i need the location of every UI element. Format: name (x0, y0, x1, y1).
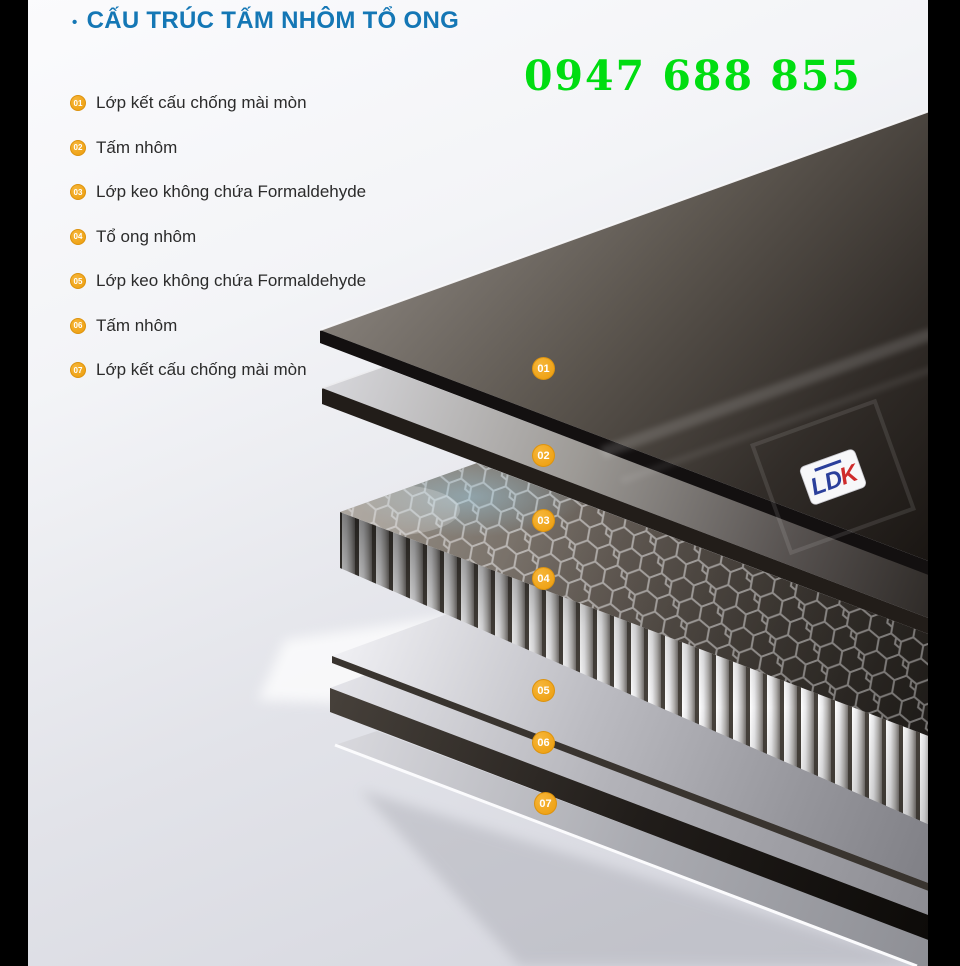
letterbox-bar-left (0, 0, 28, 966)
legend-item-label: Tấm nhôm (96, 315, 178, 335)
legend-item-label: Lớp kết cấu chống mài mòn (96, 93, 307, 112)
legend-item-number-badge: 02 (70, 139, 86, 156)
layer-07-bottom-sheet (334, 731, 960, 966)
diagram-badge-05: 05 (532, 679, 555, 702)
legend-item-number-badge: 04 (70, 228, 86, 245)
legend-item: 02 Tấm nhôm (70, 137, 366, 159)
legend-item-number-badge: 03 (70, 184, 86, 200)
legend: 01 Lớp kết cấu chống mài mòn 02 Tấm nhôm… (70, 92, 366, 404)
layer-02-aluminium-sheet (321, 366, 960, 646)
diagram-badge-03: 03 (532, 509, 555, 532)
panel-highlight-streak (600, 328, 935, 458)
logo-embossed-frame (749, 398, 917, 556)
diagram-badge-06: 06 (532, 731, 555, 754)
layer-01-top-panel: LD K (319, 99, 960, 587)
page-title: CẤU TRÚC TẤM NHÔM TỔ ONG (86, 7, 460, 34)
legend-item: 07 Lớp kết cấu chống mài mòn (70, 359, 366, 381)
diagram-badge-01: 01 (532, 357, 555, 380)
phone-number: 0947 688 855 (524, 52, 862, 100)
letterbox-bar-right (928, 0, 960, 966)
layer-06-aluminium-sheet (330, 675, 960, 952)
legend-item-label: Lớp keo không chứa Formaldehyde (96, 271, 367, 290)
title-row: • CẤU TRÚC TẤM NHÔM TỔ ONG (72, 7, 459, 35)
legend-item-label: Tấm nhôm (96, 137, 178, 157)
legend-item-label: Lớp kết cấu chống mài mòn (96, 360, 307, 379)
legend-item-number-badge: 01 (70, 95, 86, 111)
layer-04-honeycomb-core (340, 463, 960, 838)
logo-plate (799, 449, 867, 505)
layer-05-glue-sheet (332, 614, 960, 903)
legend-item: 06 Tấm nhôm (70, 315, 366, 337)
diagram-badge-02: 02 (532, 444, 555, 467)
brand-logo: LD K (749, 398, 917, 556)
title-bullet: • (72, 13, 78, 31)
legend-item: 01 Lớp kết cấu chống mài mòn (70, 92, 366, 114)
diagram-badge-04: 04 (532, 567, 555, 590)
legend-item-number-badge: 05 (70, 273, 86, 289)
legend-item: 03 Lớp keo không chứa Formaldehyde (70, 181, 366, 203)
legend-item: 05 Lớp keo không chứa Formaldehyde (70, 270, 366, 292)
legend-item-number-badge: 07 (70, 362, 86, 378)
diagram-badge-07: 07 (534, 792, 557, 815)
legend-item-number-badge: 06 (70, 317, 86, 334)
legend-item-label: Tổ ong nhôm (96, 226, 197, 246)
legend-item: 04 Tổ ong nhôm (70, 226, 366, 248)
legend-item-label: Lớp keo không chứa Formaldehyde (96, 182, 367, 201)
logo-tagline-bar (814, 459, 842, 472)
